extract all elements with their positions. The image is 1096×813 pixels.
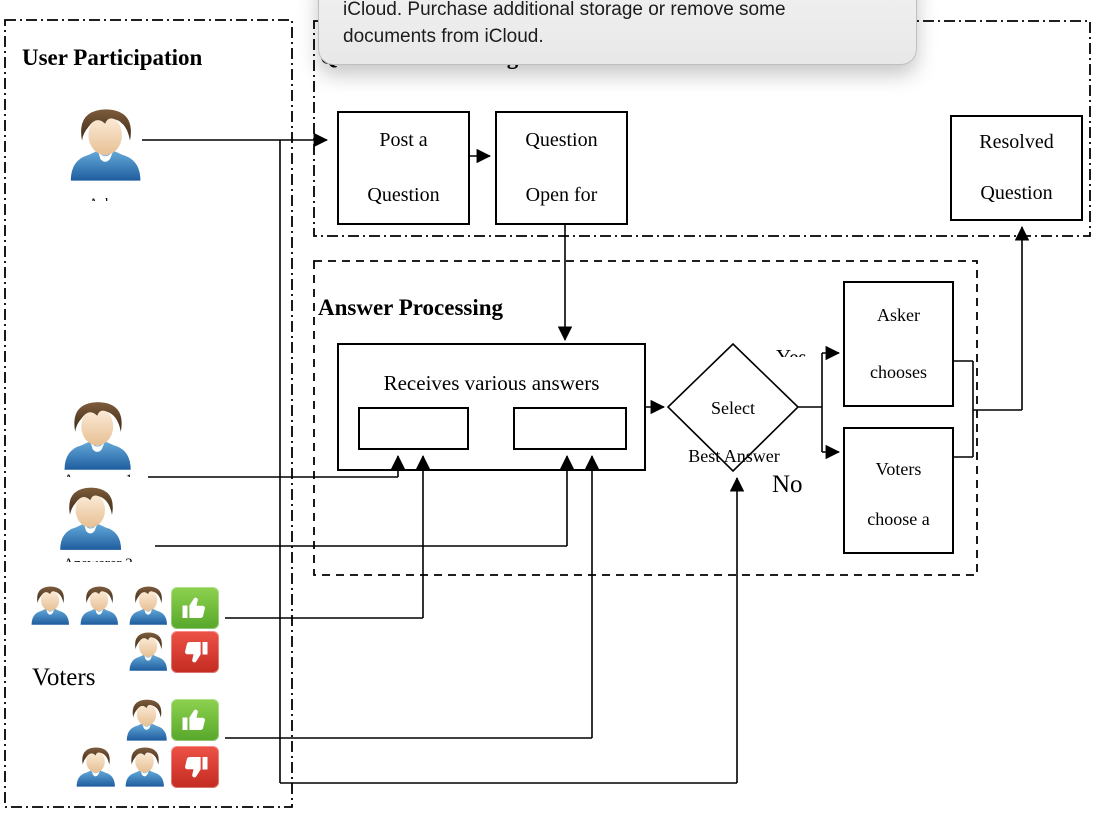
node-label: chooses bbox=[870, 362, 927, 382]
node-label: Open for bbox=[525, 184, 598, 206]
voter-person-icon bbox=[129, 586, 167, 625]
edge-label-no: No bbox=[772, 471, 803, 498]
voter-person-icon bbox=[31, 586, 69, 625]
thumb-down-icon bbox=[171, 631, 219, 673]
voter-person-icon bbox=[126, 699, 167, 741]
node-label: Receives various answers bbox=[383, 371, 600, 395]
node-voters-choose: Voters choose a bbox=[843, 427, 954, 554]
answerer2-person-icon bbox=[60, 487, 122, 550]
diamond-label-select: Select bbox=[711, 398, 755, 418]
user-participation-title: User Participation bbox=[22, 45, 203, 70]
answerer2-label: Answerer 2 bbox=[42, 556, 154, 562]
node-question-open: Question Open for bbox=[495, 111, 628, 225]
voter-person-icon bbox=[76, 747, 115, 787]
thumb-up-icon bbox=[171, 699, 219, 741]
node-resolved-question: Resolved Question bbox=[950, 115, 1083, 221]
node-label: Resolved bbox=[979, 131, 1054, 153]
node-label: Voters bbox=[875, 459, 922, 479]
asker-label: Asker bbox=[64, 196, 148, 201]
icloud-notification-dialog: iCloud. Purchase additional storage or r… bbox=[318, 0, 917, 65]
dialog-text-line2: documents from iCloud. bbox=[343, 26, 544, 47]
edge-label-yes: Yes bbox=[776, 345, 807, 357]
answer-processing-title: Answer Processing bbox=[318, 295, 504, 320]
answer-slot-box bbox=[358, 407, 469, 450]
node-post-question: Post a Question bbox=[337, 111, 470, 225]
node-label: choose a bbox=[867, 509, 930, 529]
voter-person-icon bbox=[80, 586, 118, 625]
dialog-text-line1: iCloud. Purchase additional storage or r… bbox=[343, 0, 786, 20]
voter-person-icon bbox=[129, 632, 167, 671]
thumb-up-icon bbox=[171, 587, 219, 629]
node-label: Question bbox=[367, 184, 440, 206]
voter-person-icon bbox=[125, 747, 164, 787]
answer-slot-box bbox=[513, 407, 627, 450]
node-label: Asker bbox=[877, 305, 920, 325]
voters-label: Voters bbox=[32, 664, 96, 691]
thumb-down-icon bbox=[171, 746, 219, 788]
node-asker-chooses: Asker chooses bbox=[843, 281, 954, 407]
answerer1-label: Answerer 1 bbox=[42, 472, 154, 477]
node-label: Post a bbox=[379, 129, 428, 151]
answerer1-person-icon bbox=[64, 402, 131, 470]
diamond-label-best-answer: Best Answer bbox=[688, 446, 780, 466]
asker-person-icon bbox=[70, 109, 141, 181]
node-label: Question bbox=[525, 129, 598, 151]
node-label: Question bbox=[980, 182, 1053, 204]
